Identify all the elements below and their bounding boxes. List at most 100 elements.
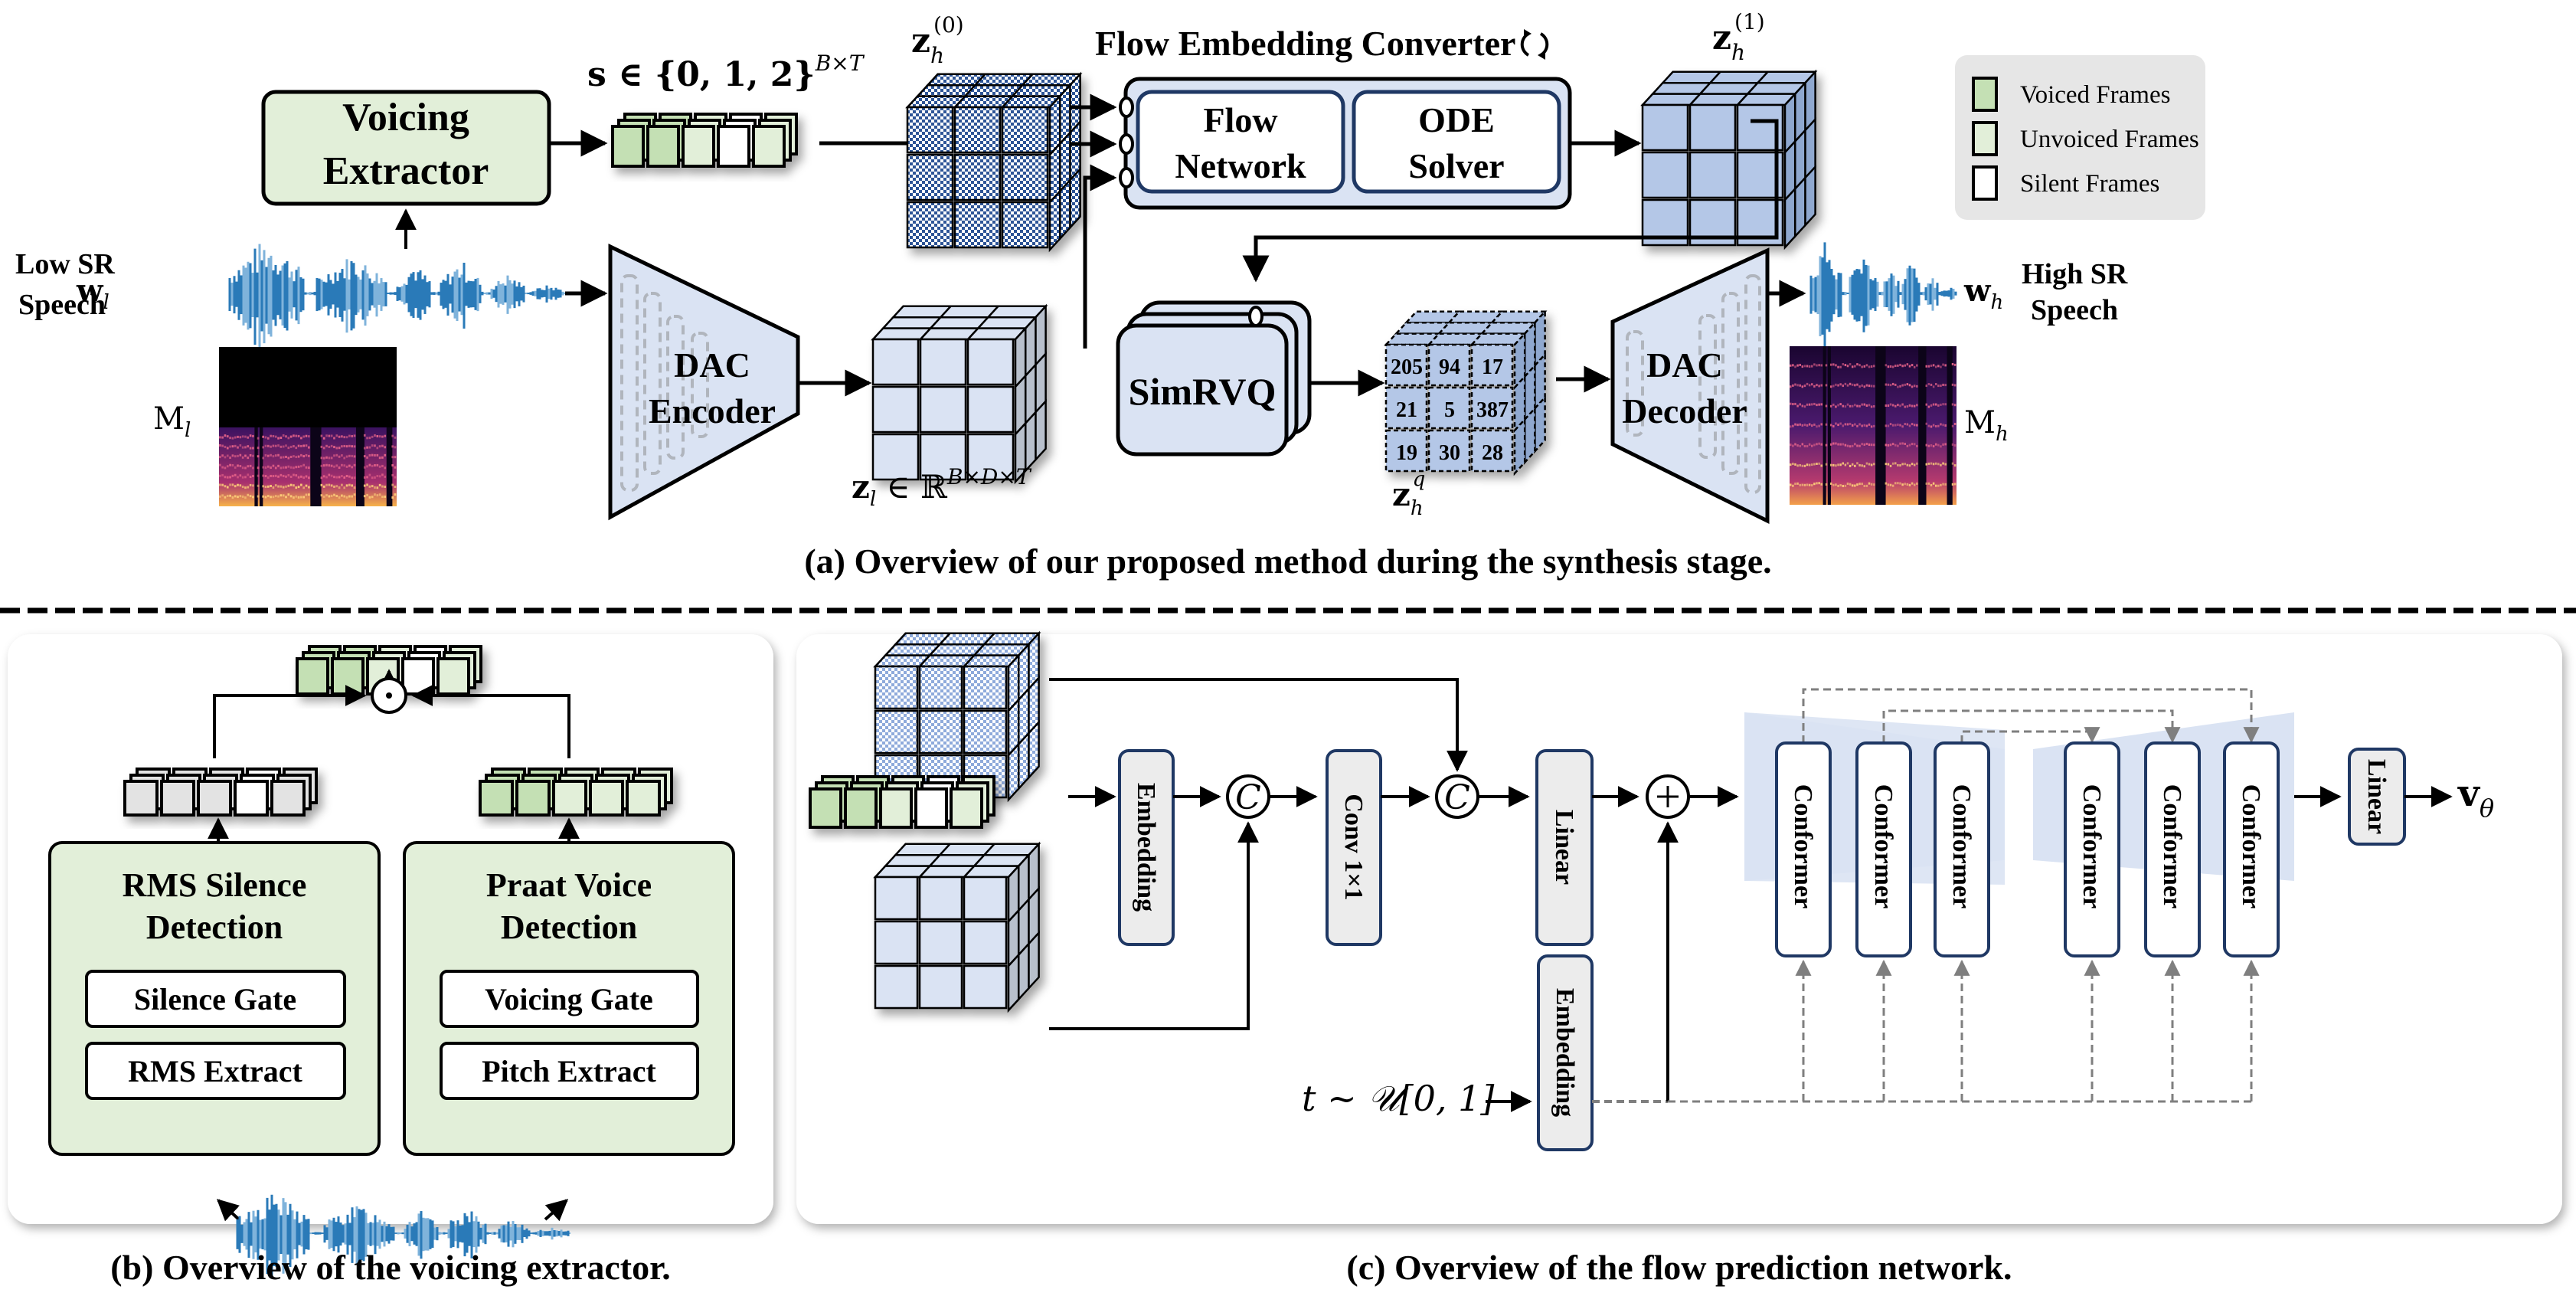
s-label: s ∈ {0, 1, 2}B×T <box>587 51 865 94</box>
frame-sequence-strip <box>611 113 798 168</box>
caption-b: (b) Overview of the voicing extractor. <box>110 1248 671 1287</box>
spec-harmonic <box>363 495 366 498</box>
spec-harmonic <box>247 457 250 460</box>
spec-harmonic <box>1934 425 1937 428</box>
spec-harmonic <box>221 483 224 486</box>
spec-harmonic <box>1916 385 1918 388</box>
spec-harmonic <box>1873 483 1875 486</box>
conformer-block-4[interactable]: Conformer <box>2064 741 2120 957</box>
spec-harmonic <box>1818 424 1820 427</box>
spec-harmonic <box>1803 365 1806 368</box>
conv1x1-block[interactable]: Conv 1×1 <box>1326 749 1382 946</box>
spec-harmonic <box>1832 425 1835 428</box>
linear-out-block[interactable]: Linear <box>2348 748 2406 846</box>
spec-harmonic <box>1849 445 1852 448</box>
cube-face-front <box>963 665 1008 710</box>
spec-harmonic <box>384 486 387 489</box>
conformer-block-2[interactable]: Conformer <box>1855 741 1912 957</box>
spec-harmonic <box>1863 443 1866 446</box>
voicing-gate-block[interactable]: Voicing Gate <box>440 970 699 1028</box>
flow-network-block[interactable]: Flow Network <box>1136 90 1345 194</box>
cube-face-front <box>963 964 1008 1010</box>
conformer-label: Conformer <box>1789 784 1817 908</box>
spec-harmonic <box>1899 482 1901 485</box>
spec-harmonic <box>1911 443 1914 446</box>
spec-harmonic <box>1811 403 1813 406</box>
frame-unvoiced <box>436 657 470 696</box>
spec-harmonic <box>371 435 374 438</box>
noisy-latent-cube <box>873 630 1041 803</box>
conformer-block-3[interactable]: Conformer <box>1934 741 1990 957</box>
flow-embedding-converter[interactable]: Flow Network ODE Solver <box>1119 77 1572 210</box>
spec-harmonic <box>1894 383 1897 386</box>
spec-harmonic <box>1816 404 1818 407</box>
spec-harmonic <box>231 454 234 457</box>
spec-harmonic <box>328 464 331 467</box>
spec-harmonic <box>1927 365 1930 368</box>
spec-harmonic <box>280 485 283 488</box>
spec-harmonic <box>1792 424 1794 427</box>
spec-harmonic <box>300 453 302 457</box>
spec-harmonic <box>376 447 379 450</box>
panel-c-background <box>796 634 2562 1224</box>
rms-silence-detection-block[interactable]: RMS Silence Detection Silence Gate RMS E… <box>48 841 381 1156</box>
rms-extract-label: RMS Extract <box>128 1054 302 1088</box>
rms-extract-block[interactable]: RMS Extract <box>85 1042 346 1100</box>
low-latent-cube <box>873 841 1041 1013</box>
conformer-block-1[interactable]: Conformer <box>1775 741 1832 957</box>
spec-harmonic <box>237 483 239 486</box>
spec-harmonic <box>1927 424 1930 427</box>
spec-harmonic <box>328 434 331 437</box>
spec-harmonic <box>300 444 302 447</box>
spec-harmonic <box>1925 403 1928 406</box>
spec-harmonic <box>1820 464 1822 467</box>
quant-code: 21 <box>1396 398 1417 422</box>
embedding-block-frames[interactable]: Embedding <box>1118 749 1175 946</box>
spec-harmonic <box>252 484 254 487</box>
spec-harmonic <box>1870 365 1873 368</box>
frame-voiced <box>515 780 551 817</box>
spec-harmonic <box>1934 383 1937 386</box>
spec-harmonic <box>1873 424 1875 427</box>
spec-harmonic <box>330 464 333 467</box>
linear-in-block[interactable]: Linear <box>1535 749 1594 946</box>
conformer-block-5[interactable]: Conformer <box>2144 741 2201 957</box>
spec-harmonic <box>1868 444 1871 447</box>
dac-decoder-block[interactable]: DAC Decoder <box>1610 247 1770 525</box>
spec-harmonic <box>1911 482 1914 485</box>
simrvq-block[interactable]: SimRVQ <box>1116 300 1312 457</box>
spec-harmonic <box>302 444 306 447</box>
voicing-extractor-block[interactable]: Voicing Extractor <box>261 90 551 206</box>
silence-gate-block[interactable]: Silence Gate <box>85 970 346 1028</box>
pitch-extract-block[interactable]: Pitch Extract <box>440 1042 699 1100</box>
spec-harmonic <box>221 436 224 439</box>
spec-harmonic <box>1794 383 1796 386</box>
spec-harmonic <box>287 447 290 450</box>
conformer-block-6[interactable]: Conformer <box>2223 741 2280 957</box>
cube-face-side <box>1017 730 1030 791</box>
cube-face-front <box>1001 106 1049 154</box>
spec-harmonic <box>1811 383 1813 386</box>
spec-harmonic <box>280 494 283 497</box>
spec-harmonic <box>226 476 229 479</box>
spec-harmonic <box>371 496 374 499</box>
praat-voice-detection-block[interactable]: Praat Voice Detection Voicing Gate Pitch… <box>403 841 735 1156</box>
spec-harmonic <box>241 446 244 449</box>
spec-harmonic <box>328 445 331 448</box>
spec-harmonic <box>1887 365 1890 368</box>
embedding-block-time[interactable]: Embedding <box>1537 954 1594 1151</box>
spec-harmonic <box>1873 444 1875 447</box>
spec-harmonic <box>320 476 323 480</box>
spec-harmonic <box>244 496 247 499</box>
ode-solver-block[interactable]: ODE Solver <box>1352 90 1561 194</box>
spec-harmonic <box>1891 424 1894 427</box>
dac-encoder-block[interactable]: DAC Encoder <box>608 244 800 521</box>
spec-harmonic <box>378 435 381 438</box>
spec-harmonic <box>285 466 287 469</box>
spec-harmonic <box>289 445 293 448</box>
spec-harmonic <box>1908 483 1911 486</box>
spec-harmonic <box>1940 423 1942 426</box>
arrow-zt-to-concat <box>1049 678 1468 772</box>
voicing-extractor-label-2: Extractor <box>323 149 489 193</box>
spec-harmonic <box>234 436 237 439</box>
